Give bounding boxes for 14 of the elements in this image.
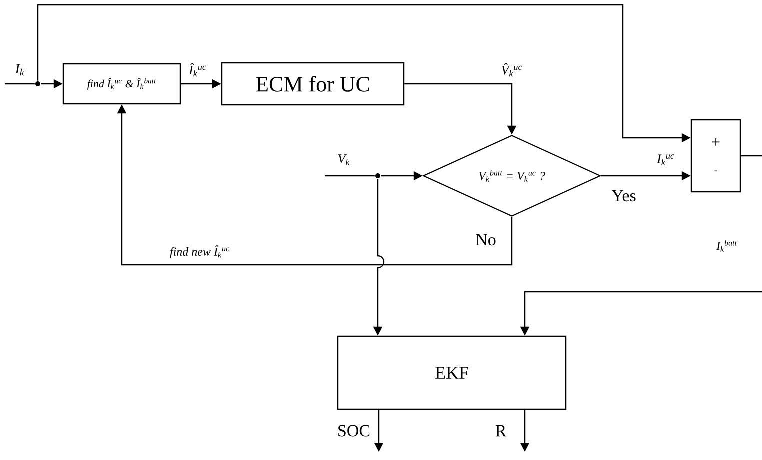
- summing-box: + -: [690, 119, 742, 193]
- signal-label: Î$_{k}$uc: [188, 63, 206, 77]
- branch-label: No: [476, 234, 496, 246]
- process-box: ECM for UC: [221, 62, 405, 106]
- signal-label: R: [496, 425, 507, 437]
- signal-label: SOC: [338, 425, 370, 437]
- signal-label: find new Î$_{k}$uc: [170, 246, 230, 258]
- signal-label: I$_{k}$batt: [716, 240, 738, 252]
- signal-label: V$_{k}$: [338, 154, 350, 166]
- signal-label: I$_{k}$: [15, 64, 24, 76]
- process-box: EKF: [337, 336, 567, 410]
- signal-label: I$_{k}$uc: [656, 154, 674, 166]
- signal-label: V̂$_{k}$uc: [502, 63, 522, 77]
- branch-label: Yes: [612, 190, 636, 202]
